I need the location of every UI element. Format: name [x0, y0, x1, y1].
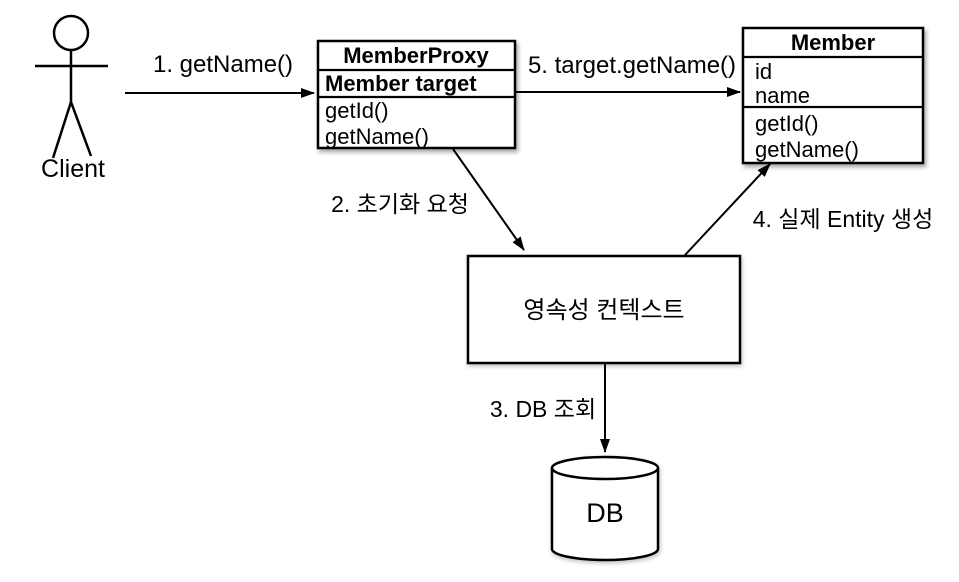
node-persistence-context: 영속성 컨텍스트: [466, 254, 742, 365]
class-member-method: getId(): [755, 111, 819, 136]
arrow-step3-label: 3. DB 조회: [490, 396, 596, 422]
class-member-method: getName(): [755, 137, 859, 162]
persistence-context-label: 영속성 컨텍스트: [523, 297, 684, 324]
arrow-step2: 2. 초기화 요청: [331, 148, 525, 251]
arrow-step2-line: [452, 148, 525, 251]
db-cylinder-body: [550, 468, 660, 562]
arrow-step4: 4. 실제 Entity 생성: [684, 163, 934, 256]
class-member-field: id: [755, 59, 772, 84]
actor-leg-right: [69, 101, 93, 157]
arrow-step1-label: 1. getName(): [153, 51, 293, 78]
arrow-step5-label: 5. target.getName(): [528, 52, 736, 79]
arrow-step3: 3. DB 조회: [490, 363, 610, 453]
class-memberproxy-title: MemberProxy: [343, 43, 489, 68]
actor-label: Client: [41, 155, 105, 183]
class-member-box: [741, 26, 925, 165]
arrow-step4-label: 4. 실제 Entity 생성: [753, 206, 934, 232]
arrow-step4-line: [684, 163, 771, 256]
actor-head: [52, 14, 90, 52]
class-memberproxy-method: getName(): [325, 124, 429, 149]
class-memberproxy-method: getId(): [325, 98, 389, 123]
class-member-field: name: [755, 83, 810, 108]
node-db: DB: [550, 455, 660, 562]
actor-client: Client: [35, 14, 108, 183]
class-memberproxy: MemberProxy Member target getId() getNam…: [316, 39, 517, 150]
class-member: Member id name getId() getName(): [741, 26, 925, 165]
actor-leg-left: [51, 101, 73, 159]
class-memberproxy-field: Member target: [325, 71, 477, 96]
class-member-title: Member: [791, 30, 876, 55]
class-memberproxy-box: [316, 39, 517, 150]
arrow-step2-label: 2. 초기화 요청: [331, 191, 469, 217]
arrow-step1: 1. getName(): [125, 51, 315, 98]
arrow-step5: 5. target.getName(): [515, 52, 741, 97]
db-label: DB: [586, 498, 624, 528]
db-cylinder-top: [550, 455, 660, 481]
